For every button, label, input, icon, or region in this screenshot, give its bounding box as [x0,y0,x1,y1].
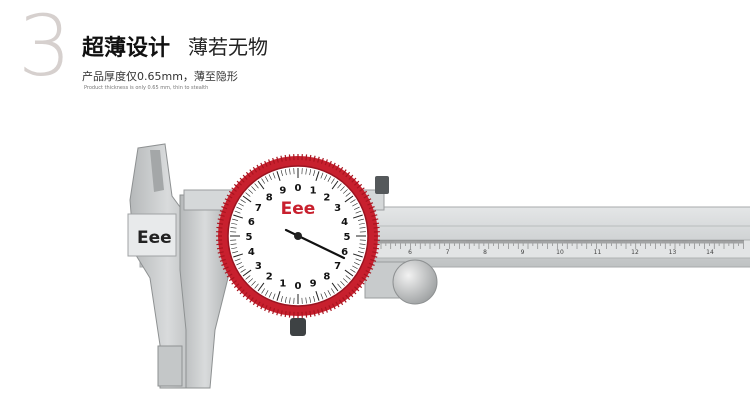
scale-label: 11 [594,249,602,256]
dial-numeral: 3 [255,261,262,272]
dial-ticks [230,168,366,304]
dial-numeral: 5 [246,232,253,243]
dial-numeral: 8 [323,272,330,283]
scale-label: 14 [706,249,714,256]
scale-label: 13 [669,249,677,256]
dial-numeral: 2 [266,272,273,283]
dial-numeral: 1 [279,279,286,290]
scale-label: 8 [483,249,487,256]
scale-label: 9 [521,249,525,256]
scale-label: 12 [631,249,639,256]
dial-numeral: 4 [248,247,255,258]
dial-brand-label: Eee [281,199,316,219]
dial-numeral: 3 [334,203,341,214]
dial-numeral: 7 [255,203,262,214]
section-title-secondary: 薄若无物 [188,35,268,59]
dial-numeral: 4 [341,217,348,228]
section-subtitle-english: Product thickness is only 0.65 mm, thin … [84,85,209,91]
scale-label: 7 [446,249,450,256]
dial-numeral: 9 [310,279,317,290]
section-title: 超薄设计 [82,36,171,61]
dial-numeral: 7 [334,261,341,272]
dial-numeral: 2 [323,192,330,203]
dial-numeral: 0 [295,183,302,194]
dial-numeral: 6 [248,217,255,228]
thumb-wheel[interactable] [392,259,438,305]
section-number: 3 [18,0,72,95]
section-subtitle: 产品厚度仅0.65mm，薄至隐形 [82,70,238,83]
jaw-brand-label: Eee [137,228,172,248]
scale-label: 6 [408,249,412,256]
dial-numeral: 0 [295,281,302,292]
dial-numeral: 8 [266,192,273,203]
dial-lock-screw [290,318,306,336]
dial-numeral: 6 [341,247,348,258]
dial-numeral: 5 [344,232,351,243]
dial-numeral: 9 [279,185,286,196]
scale-label: 10 [556,249,564,256]
dial-numeral: 1 [310,185,317,196]
